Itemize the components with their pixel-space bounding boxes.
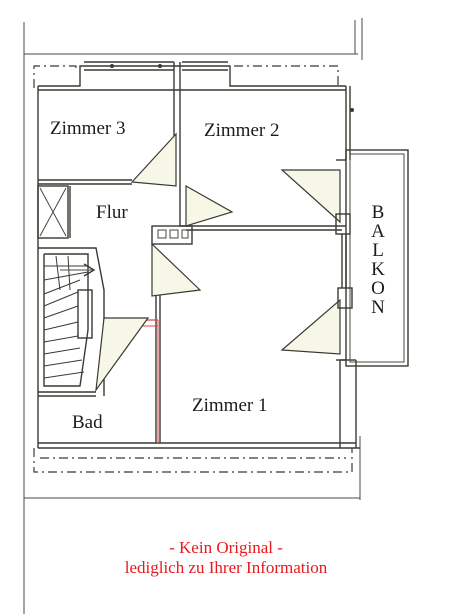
top-windows [84, 61, 354, 112]
balkon-letter: O [371, 278, 385, 299]
door-wings [95, 132, 341, 393]
disclaimer-line-1: - Kein Original - [169, 538, 283, 557]
room-label-zimmer2: Zimmer 2 [204, 120, 279, 141]
room-label-flur: Flur [96, 202, 128, 223]
balkon-letter: A [371, 221, 385, 242]
outer-frame [23, 18, 363, 614]
balcony [335, 149, 409, 367]
balkon-label: B A L K O N [371, 202, 385, 318]
balkon-letter: B [372, 202, 385, 223]
exterior-walls [37, 65, 360, 449]
balkon-letter: N [371, 297, 385, 318]
interior-walls [37, 62, 346, 443]
dashed-roof-outline [33, 65, 353, 473]
balkon-letter: L [372, 240, 384, 261]
room-label-bad: Bad [72, 412, 103, 433]
room-label-zimmer1: Zimmer 1 [192, 395, 267, 416]
balkon-letter: K [371, 259, 385, 280]
room-label-zimmer3: Zimmer 3 [50, 118, 125, 139]
disclaimer-line-2: lediglich zu Ihrer Information [125, 558, 328, 577]
